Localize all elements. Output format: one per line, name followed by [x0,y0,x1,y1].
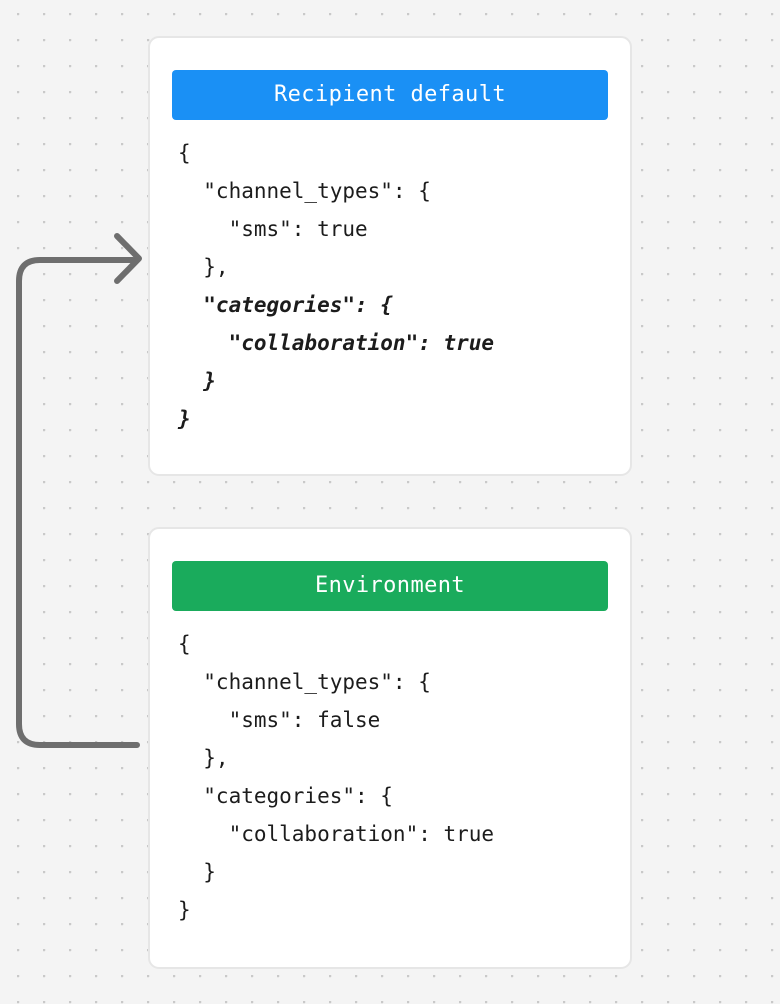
code-line: { [178,632,191,656]
code-line: "sms": true [178,217,368,241]
card-recipient-default[interactable]: Recipient default { "channel_types": { "… [148,36,632,476]
flow-arrow-path [16,257,140,748]
code-line: "categories": { [178,293,393,317]
card-environment[interactable]: Environment { "channel_types": { "sms": … [148,527,632,969]
code-line: } [178,369,216,393]
code-line: } [178,407,191,431]
card-header-environment: Environment [172,561,608,611]
card-body-recipient-default: { "channel_types": { "sms": true }, "cat… [178,134,616,438]
code-line: }, [178,255,229,279]
card-header-label: Recipient default [274,82,506,107]
card-body-environment: { "channel_types": { "sms": false }, "ca… [178,625,616,929]
code-line: "collaboration": true [178,331,495,355]
code-line: "channel_types": { [178,179,431,203]
code-line: "categories": { [178,784,393,808]
code-line: }, [178,746,229,770]
card-header-label: Environment [314,573,466,598]
code-line: } [178,860,216,884]
flow-arrow-head-icon [114,233,142,284]
code-line: "channel_types": { [178,670,431,694]
code-line: "collaboration": true [178,822,495,846]
code-line: } [178,898,191,922]
code-line: "sms": false [178,708,381,732]
code-line: { [178,141,191,165]
card-header-recipient-default: Recipient default [172,70,608,120]
